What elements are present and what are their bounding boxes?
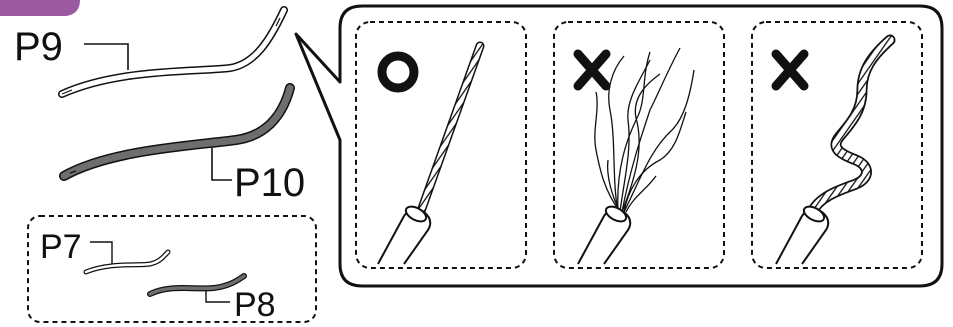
panel-frayed <box>553 21 725 269</box>
label-p8: P8 <box>234 286 276 324</box>
wire-sheath-correct <box>377 205 432 265</box>
leader-p10 <box>211 148 232 181</box>
leader-p8 <box>205 290 230 303</box>
cross-icon <box>771 49 809 91</box>
step-badge <box>0 0 80 16</box>
wire-p7 <box>83 249 171 275</box>
panel-bent <box>751 21 923 269</box>
leader-p7 <box>90 241 113 264</box>
wire-p8 <box>147 273 247 297</box>
circle-ok-icon <box>377 51 419 93</box>
wire-p9 <box>58 6 288 98</box>
wire-sheath-bent <box>775 205 830 265</box>
label-p7: P7 <box>40 228 82 266</box>
bent-strands <box>806 34 896 218</box>
leader-p9 <box>84 43 129 70</box>
wire-sheath-frayed <box>577 205 632 265</box>
panel-correct <box>355 21 527 269</box>
wire-p10 <box>59 83 295 181</box>
label-p9: P9 <box>14 25 63 69</box>
twisted-strands-correct <box>415 41 485 219</box>
frayed-strands <box>594 47 695 213</box>
label-p10: P10 <box>234 161 305 205</box>
cross-icon <box>573 49 611 91</box>
small-wires-box <box>27 215 317 323</box>
